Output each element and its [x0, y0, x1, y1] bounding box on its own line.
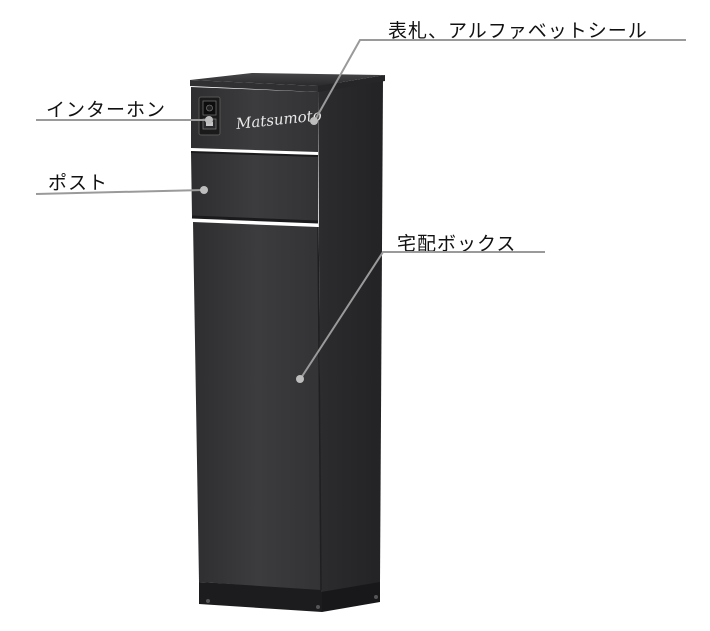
dot-intercom [205, 116, 213, 124]
label-post: ポスト [48, 172, 109, 194]
cabinet-side [318, 80, 383, 592]
leader-dots [200, 116, 318, 383]
intercom-nameplate-panel: Matsumoto [191, 87, 323, 152]
leader-delivery-box [300, 251, 545, 379]
dot-nameplate [310, 117, 318, 125]
dot-post [200, 186, 208, 194]
intercom-device [198, 96, 221, 136]
delivery-box-door [193, 222, 322, 591]
label-nameplate: 表札、アルファベットシール [388, 20, 648, 42]
leader-lines [35, 39, 686, 379]
post-panel [190, 151, 319, 224]
label-delivery-box: 宅配ボックス [397, 233, 517, 255]
leader-nameplate [314, 39, 686, 121]
label-intercom: インターホン [46, 99, 167, 121]
leader-post [35, 189, 205, 195]
dot-delivery-box [296, 375, 304, 383]
